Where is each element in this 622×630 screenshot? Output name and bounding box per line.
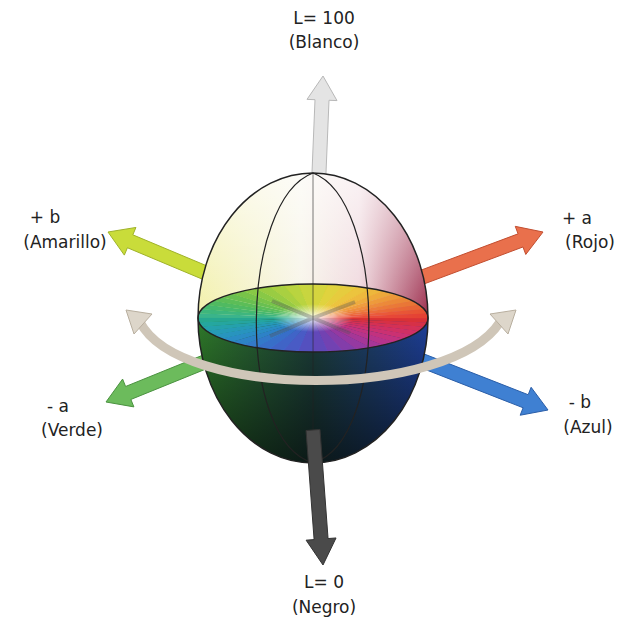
- color-name: (Negro): [292, 597, 356, 617]
- black-l-axis: [306, 429, 336, 565]
- hue-curve-arrow: [140, 322, 500, 381]
- color-name: (Amarillo): [23, 232, 106, 252]
- axis-label: + b: [30, 207, 60, 227]
- color-name: (Verde): [41, 420, 103, 440]
- axis-label: L= 100: [293, 8, 355, 28]
- axis-stub: [270, 301, 355, 336]
- color-name: (Azul): [563, 417, 612, 437]
- hue-arrow-head: [490, 310, 516, 334]
- axis-label: - a: [47, 396, 69, 416]
- hue-arrow-head: [126, 310, 152, 334]
- color-name: (Rojo): [565, 232, 615, 252]
- axis-label: - b: [569, 392, 591, 412]
- axis-label: + a: [562, 208, 592, 228]
- color-name: (Blanco): [289, 32, 360, 52]
- color-sphere: [198, 173, 428, 463]
- axis-label: L= 0: [304, 572, 344, 592]
